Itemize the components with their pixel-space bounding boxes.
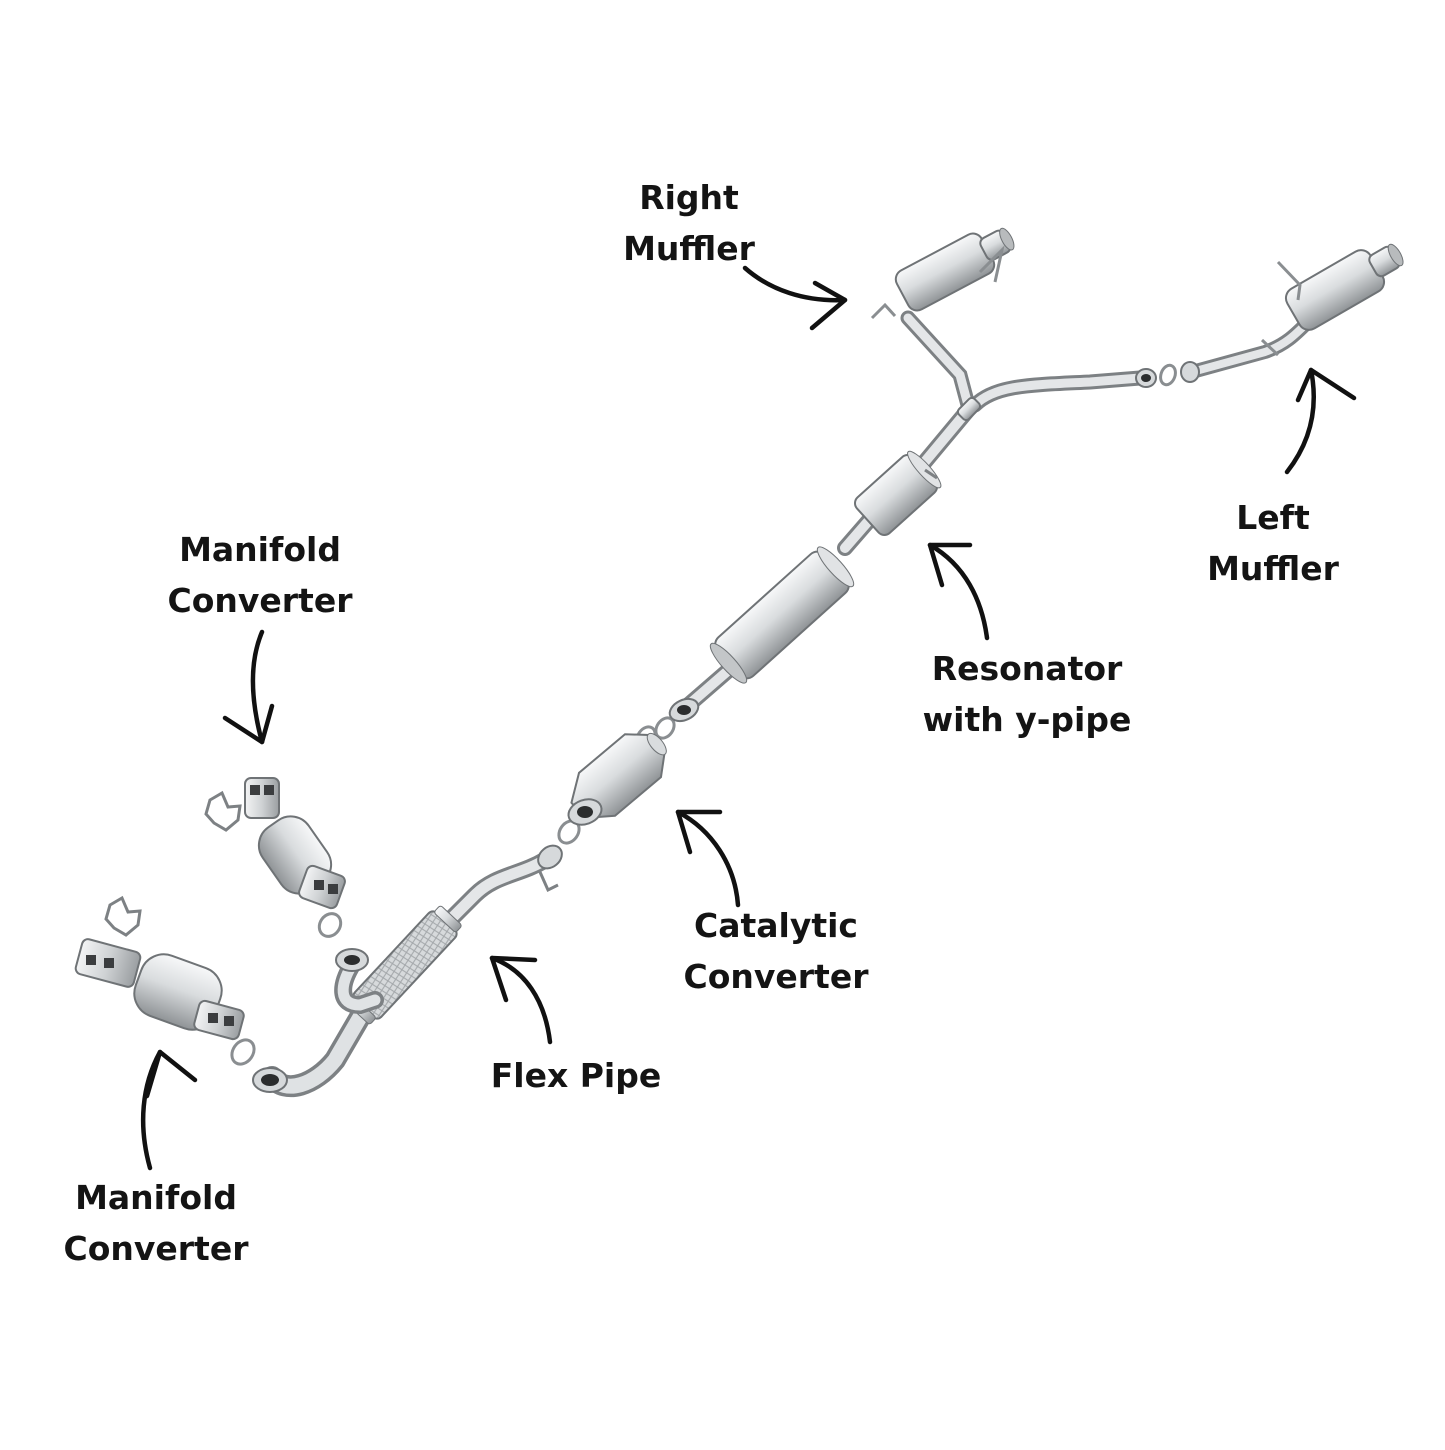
label-resonator: Resonator with y-pipe bbox=[900, 643, 1154, 745]
arrow-manifold-lower-head bbox=[144, 1049, 198, 1099]
label-resonator-line1: Resonator bbox=[931, 649, 1123, 688]
label-right-muffler: Right Muffler bbox=[604, 172, 774, 274]
left-muffler-part bbox=[1260, 243, 1404, 357]
label-flex-pipe: Flex Pipe bbox=[476, 1050, 676, 1101]
label-catalytic-line2: Converter bbox=[683, 957, 869, 996]
resonator-secondary bbox=[853, 450, 942, 536]
label-left-muffler: Left Muffler bbox=[1188, 492, 1358, 594]
label-flex-pipe-line1: Flex Pipe bbox=[490, 1056, 662, 1095]
arrow-left-muffler bbox=[1284, 367, 1316, 475]
right-muffler-part bbox=[870, 227, 1015, 320]
front-flange bbox=[252, 1067, 288, 1093]
resonator-main bbox=[668, 546, 855, 723]
arrow-catalytic bbox=[675, 809, 741, 908]
label-catalytic: Catalytic Converter bbox=[666, 900, 886, 1002]
arrow-right-muffler-head bbox=[809, 280, 848, 331]
label-manifold-upper: Manifold Converter bbox=[150, 524, 370, 626]
label-right-muffler-line2: Muffler bbox=[623, 229, 755, 268]
front-y-pipe bbox=[334, 948, 384, 1015]
label-manifold-lower-line2: Converter bbox=[63, 1229, 249, 1268]
label-left-muffler-line1: Left bbox=[1236, 498, 1310, 537]
catalytic-converter-part bbox=[567, 732, 667, 826]
manifold-converter-upper-part bbox=[204, 777, 346, 910]
label-manifold-lower: Manifold Converter bbox=[46, 1172, 266, 1274]
y-junction bbox=[956, 396, 982, 422]
arrow-flex-pipe-head bbox=[489, 955, 538, 1003]
manifold-converter-lower-part bbox=[74, 895, 245, 1041]
arrow-left-muffler-head bbox=[1295, 367, 1357, 403]
label-resonator-line2: with y-pipe bbox=[922, 700, 1132, 739]
arrow-right-muffler bbox=[742, 265, 848, 303]
label-right-muffler-line1: Right bbox=[639, 178, 739, 217]
arrow-manifold-upper-head bbox=[222, 703, 275, 745]
label-catalytic-line1: Catalytic bbox=[693, 906, 858, 945]
left-branch-flanges bbox=[1135, 361, 1200, 388]
arrow-manifold-upper bbox=[250, 629, 265, 745]
label-manifold-upper-line2: Converter bbox=[167, 581, 353, 620]
arrow-flex-pipe bbox=[489, 955, 553, 1045]
label-left-muffler-line2: Muffler bbox=[1207, 549, 1339, 588]
arrow-manifold-lower bbox=[140, 1049, 163, 1171]
mid-flange bbox=[537, 844, 563, 893]
flex-pipe-part bbox=[348, 905, 462, 1025]
arrow-resonator-head bbox=[927, 542, 973, 588]
arrow-resonator bbox=[927, 542, 990, 641]
label-manifold-upper-line1: Manifold bbox=[179, 530, 341, 569]
arrow-catalytic-head bbox=[675, 809, 723, 855]
label-manifold-lower-line1: Manifold bbox=[75, 1178, 237, 1217]
